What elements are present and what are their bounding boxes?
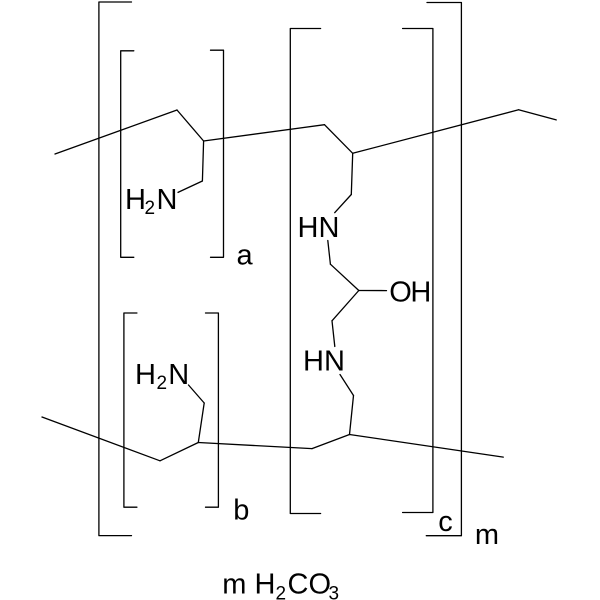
- svg-text:m: m: [475, 519, 499, 551]
- svg-text:c: c: [438, 506, 453, 538]
- svg-text:a: a: [237, 239, 254, 271]
- svg-text:b: b: [233, 495, 249, 527]
- svg-text:OH: OH: [389, 276, 431, 308]
- svg-text:HN: HN: [298, 212, 340, 244]
- svg-text:H2N: H2N: [135, 359, 189, 394]
- svg-text:HN: HN: [303, 345, 345, 377]
- svg-text:m H2CO3: m H2CO3: [222, 569, 339, 600]
